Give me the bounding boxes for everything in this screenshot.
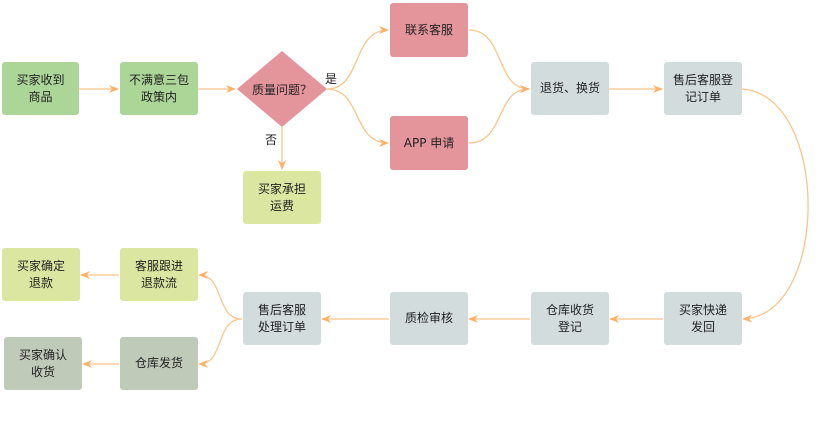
edge-contact-to-return [468, 29, 530, 93]
node-follow-refund: 客服跟进 退款流 [120, 248, 198, 301]
node-not-satisfied: 不满意三包 政策内 [120, 62, 198, 115]
edge-label-no: 否 [265, 133, 278, 147]
node-return-exchange: 退货、换货 [531, 62, 609, 115]
edge-quality-to-contact-service [326, 26, 389, 90]
node-app-apply: APP 申请 [390, 116, 468, 170]
edge-process-to-follow-refund [198, 271, 243, 320]
node-register-order: 售后客服登 记订单 [664, 62, 742, 115]
decision-diamond-shape [237, 51, 327, 127]
node-contact-service: 联系客服 [390, 3, 468, 57]
edge-process-to-warehouse-ship [198, 318, 243, 368]
edge-quality-to-app-apply [326, 88, 389, 147]
node-warehouse-register: 仓库收货 登记 [531, 292, 609, 345]
node-process-order: 售后客服 处理订单 [243, 292, 321, 345]
edge-label-yes: 是 [325, 72, 338, 86]
node-buyer-receives: 买家收到 商品 [2, 62, 79, 115]
node-buyer-ships-back: 买家快递 发回 [664, 292, 742, 345]
node-buyer-confirm-receipt: 买家确认 收货 [4, 337, 82, 390]
node-warehouse-ship: 仓库发货 [120, 337, 198, 390]
node-buyer-confirm-refund: 买家确定 退款 [2, 248, 80, 301]
node-qc-review: 质检审核 [390, 292, 468, 345]
edge-register-to-ships-back [741, 88, 809, 323]
decision-quality-issue: 质量问题？ [251, 83, 312, 97]
edge-app-to-return [468, 85, 530, 144]
node-buyer-pays-shipping: 买家承担 运费 [243, 171, 321, 224]
